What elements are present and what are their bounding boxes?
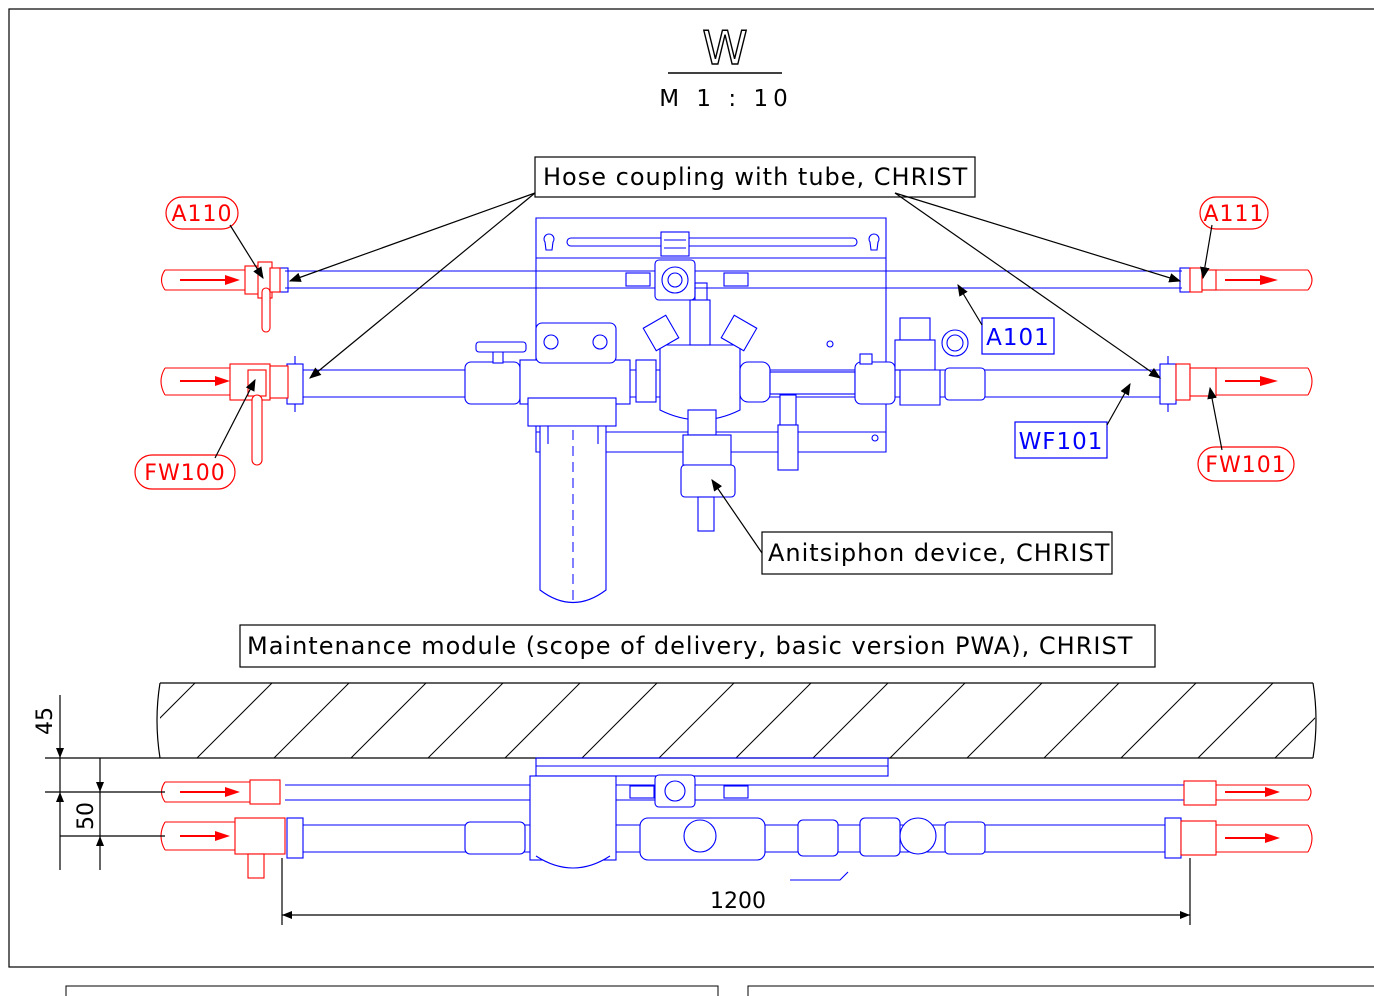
connection-a110 <box>160 261 281 333</box>
dimension-45: 45 <box>33 695 165 870</box>
connection-fw101 <box>1175 363 1313 401</box>
antisiphon-label: Anitsiphon device, CHRIST <box>768 539 1110 567</box>
svg-text:A101: A101 <box>986 325 1050 351</box>
svg-text:A110: A110 <box>171 202 232 227</box>
tag-wf101: WF101 <box>1014 382 1131 459</box>
tag-a101: A101 <box>957 283 1055 355</box>
svg-text:FW101: FW101 <box>1205 453 1286 478</box>
callout-maintenance-module: Maintenance module (scope of delivery, b… <box>239 624 1156 668</box>
dim-1200-text: 1200 <box>710 889 766 914</box>
svg-text:A111: A111 <box>1203 202 1264 227</box>
tag-fw100: FW100 <box>134 378 256 490</box>
dim-45-text: 45 <box>33 707 58 735</box>
callout-hose-coupling: Hose coupling with tube, CHRIST <box>288 156 1182 379</box>
svg-text:WF101: WF101 <box>1019 429 1104 455</box>
tag-fw101: FW101 <box>1197 386 1295 482</box>
pipe-wf101 <box>286 299 1177 603</box>
view-scale: M 1 : 10 <box>659 86 792 112</box>
connection-a111 <box>1189 267 1313 293</box>
dimension-1200: 1200 <box>281 858 1191 925</box>
maintenance-module-label: Maintenance module (scope of delivery, b… <box>247 632 1133 660</box>
drawing-frame <box>8 8 1374 968</box>
title-block-right <box>747 985 1374 996</box>
wall-section <box>45 682 1317 759</box>
view-letter: W <box>702 21 747 75</box>
connection-fw100 <box>160 363 289 466</box>
tag-a111: A111 <box>1199 196 1269 280</box>
title-block-left <box>65 985 719 996</box>
dim-50-text: 50 <box>74 802 99 830</box>
top-view-assembly <box>285 757 1190 881</box>
pipe-a101 <box>277 231 1191 314</box>
hose-coupling-label: Hose coupling with tube, CHRIST <box>543 163 968 191</box>
svg-text:FW100: FW100 <box>144 461 225 486</box>
callout-antisiphon: Anitsiphon device, CHRIST <box>711 479 1113 575</box>
dimension-50: 50 <box>60 758 165 870</box>
tag-a110: A110 <box>165 196 264 280</box>
